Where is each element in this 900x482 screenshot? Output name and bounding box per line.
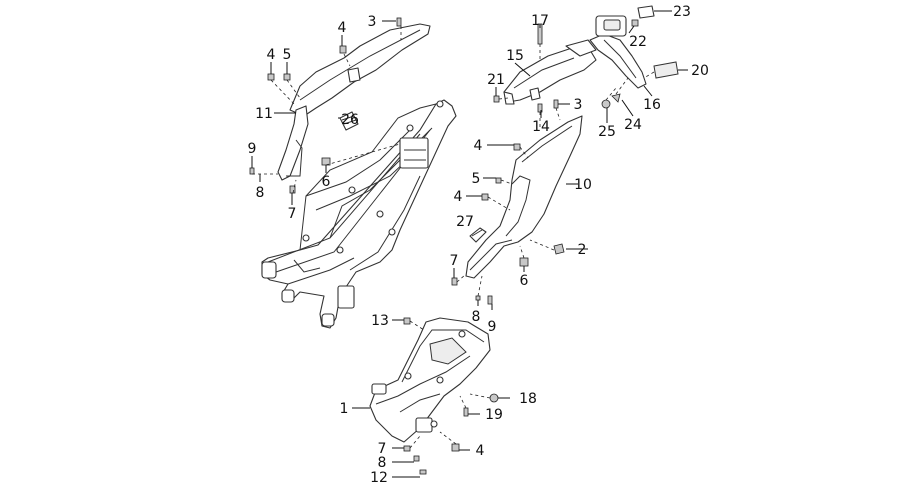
callout-4: 4 (476, 443, 485, 459)
callout-6: 6 (322, 174, 331, 190)
callout-18: 18 (519, 391, 537, 407)
leader-lines (251, 10, 688, 478)
callout-19: 19 (485, 407, 503, 423)
callout-13: 13 (371, 313, 389, 329)
callout-22: 22 (629, 34, 647, 50)
callout-15: 15 (506, 48, 524, 64)
callout-9: 9 (488, 319, 497, 335)
callout-2: 2 (578, 242, 587, 258)
callout-6: 6 (520, 273, 529, 289)
callout-14: 14 (532, 119, 550, 135)
callout-7: 7 (288, 206, 297, 222)
fender-hardware (493, 23, 655, 130)
callout-3: 3 (368, 14, 377, 30)
callout-1: 1 (340, 401, 349, 417)
callout-labels: 3 4 4 5 11 26 9 8 6 7 17 15 21 23 22 20 … (248, 4, 709, 482)
callout-9: 9 (248, 141, 257, 157)
callout-8: 8 (378, 455, 387, 471)
parts-22-23-tail-light (595, 5, 655, 37)
callout-23: 23 (673, 4, 691, 20)
callout-20: 20 (691, 63, 709, 79)
side-panel-hardware (451, 143, 565, 305)
left-hardware (249, 17, 402, 194)
callout-4: 4 (474, 138, 483, 154)
callout-12: 12 (370, 470, 388, 482)
part-11-left-rail (277, 23, 431, 181)
callout-4: 4 (338, 20, 347, 36)
callout-16: 16 (643, 97, 661, 113)
callout-7: 7 (378, 441, 387, 457)
callout-7: 7 (450, 253, 459, 269)
callout-3: 3 (574, 97, 583, 113)
callout-26: 26 (341, 112, 359, 128)
callout-21: 21 (487, 72, 505, 88)
part-1-under-tray (369, 317, 491, 443)
callout-4: 4 (454, 189, 463, 205)
part-10-side-panel (465, 115, 583, 279)
callout-10: 10 (574, 177, 592, 193)
part-20-reflector (653, 61, 679, 79)
part-15-rear-fender (503, 39, 597, 105)
callout-24: 24 (624, 117, 642, 133)
rear-subframe (261, 99, 457, 329)
callout-11: 11 (255, 106, 273, 122)
callout-8: 8 (256, 185, 265, 201)
part-16-license-bracket (589, 33, 647, 89)
callout-17: 17 (531, 13, 549, 29)
callout-25: 25 (598, 124, 616, 140)
callout-8: 8 (472, 309, 481, 325)
callout-27: 27 (456, 214, 474, 230)
callout-4: 4 (267, 47, 276, 63)
callout-5: 5 (283, 47, 292, 63)
callout-5: 5 (472, 171, 481, 187)
